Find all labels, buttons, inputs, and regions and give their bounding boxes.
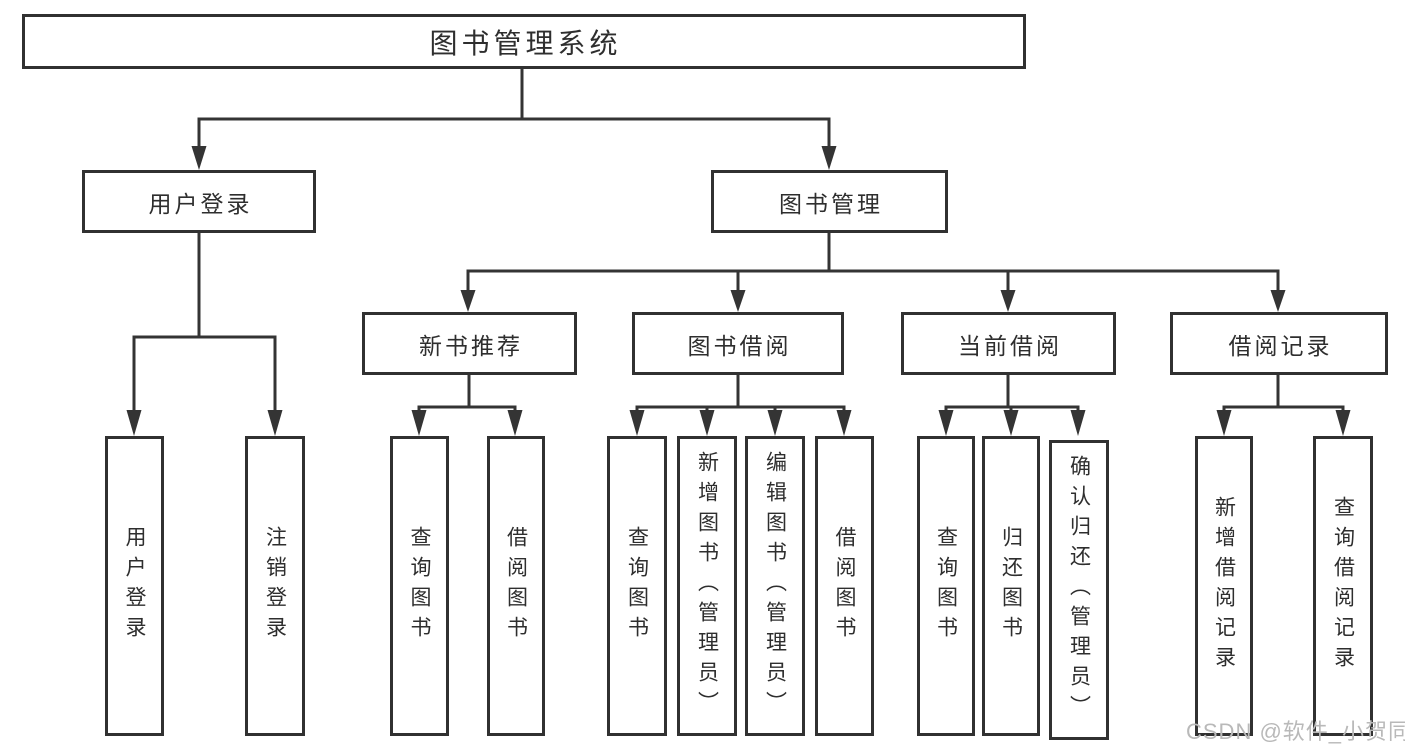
- edge-borrowing-to-leaves: [629, 374, 852, 436]
- arrowhead: [629, 410, 645, 436]
- node-book-borrowing: 图书借阅: [632, 312, 844, 375]
- arrowhead: [411, 410, 427, 436]
- node-query-book-recommend: 查询图书: [390, 436, 449, 736]
- node-label: 查询借阅记录: [1331, 496, 1355, 676]
- arrowhead: [767, 410, 783, 436]
- arrowhead: [460, 290, 476, 312]
- arrowhead: [1216, 410, 1232, 436]
- node-library-management-system: 图书管理系统: [22, 14, 1026, 69]
- node-query-book-current: 查询图书: [917, 436, 975, 736]
- csdn-watermark: CSDN @软件_小贺同学: [1186, 719, 1405, 744]
- edge-current-to-leaves: [938, 374, 1086, 436]
- node-label: 注销登录: [263, 526, 287, 646]
- node-borrow-book-recommend: 借阅图书: [487, 436, 545, 736]
- arrowhead: [821, 146, 837, 170]
- arrowhead: [507, 410, 523, 436]
- arrowhead: [267, 410, 283, 436]
- node-current-borrowing: 当前借阅: [901, 312, 1116, 375]
- node-label: 查询图书: [625, 526, 649, 646]
- node-new-book-recommend: 新书推荐: [362, 312, 577, 375]
- arrowhead: [126, 410, 142, 436]
- arrowhead: [836, 410, 852, 436]
- node-book-management: 图书管理: [711, 170, 948, 233]
- edge-userlogin-to-leaves: [126, 232, 283, 436]
- edge-recommend-to-leaves: [411, 374, 523, 436]
- node-label: 确认归还（管理员）: [1067, 455, 1091, 725]
- arrowhead: [730, 290, 746, 312]
- node-add-book-admin: 新增图书（管理员）: [677, 436, 737, 736]
- node-user-login: 用户登录: [82, 170, 316, 233]
- node-borrow-book-borrowing: 借阅图书: [815, 436, 874, 736]
- arrowhead: [699, 410, 715, 436]
- arrowhead: [1335, 410, 1351, 436]
- node-return-book: 归还图书: [982, 436, 1040, 736]
- node-logout-action: 注销登录: [245, 436, 305, 736]
- node-label: 查询图书: [408, 526, 431, 646]
- node-confirm-return-admin: 确认归还（管理员）: [1049, 440, 1109, 740]
- node-label: 新增图书（管理员）: [695, 451, 719, 721]
- node-label: 归还图书: [999, 526, 1023, 646]
- node-add-borrow-record: 新增借阅记录: [1195, 436, 1253, 736]
- arrowhead: [1003, 410, 1019, 436]
- node-label: 用户登录: [123, 526, 146, 646]
- node-label: 借阅图书: [833, 526, 856, 646]
- edge-root-to-level2: [191, 69, 837, 170]
- node-query-book-borrowing: 查询图书: [607, 436, 667, 736]
- arrowhead: [1000, 290, 1016, 312]
- edge-bookmgmt-to-level3: [460, 233, 1286, 312]
- edge-records-to-leaves: [1216, 374, 1351, 436]
- node-borrow-records: 借阅记录: [1170, 312, 1388, 375]
- node-query-borrow-record: 查询借阅记录: [1313, 436, 1373, 736]
- node-edit-book-admin: 编辑图书（管理员）: [745, 436, 805, 736]
- arrowhead: [1270, 290, 1286, 312]
- node-label: 查询图书: [934, 526, 958, 646]
- arrowhead: [191, 146, 207, 170]
- arrowhead: [938, 410, 954, 436]
- node-label: 新增借阅记录: [1212, 496, 1236, 676]
- node-user-login-action: 用户登录: [105, 436, 164, 736]
- arrowhead: [1070, 410, 1086, 436]
- node-label: 编辑图书（管理员）: [763, 451, 787, 721]
- node-label: 借阅图书: [504, 526, 528, 646]
